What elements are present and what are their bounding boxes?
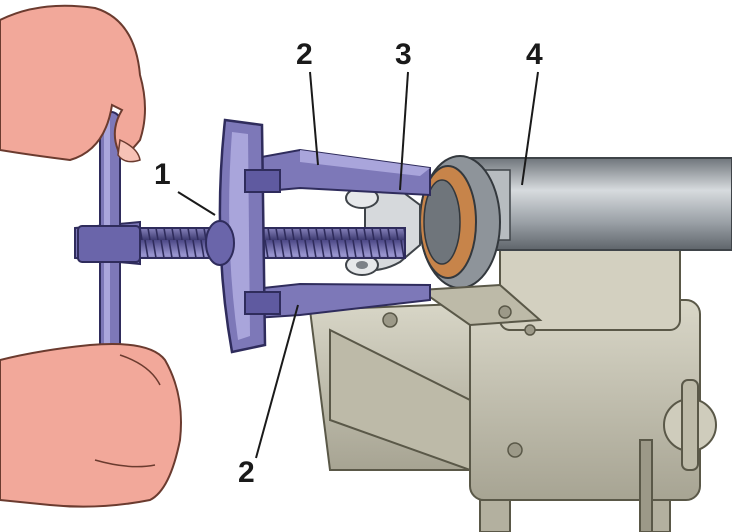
callout-label-4: 4 bbox=[526, 38, 543, 71]
leader-lines bbox=[177, 71, 539, 459]
callout-label-1: 1 bbox=[154, 158, 171, 191]
puller bbox=[205, 118, 431, 354]
hand-bottom bbox=[0, 343, 182, 508]
support-bearing bbox=[417, 155, 543, 327]
hand-top bbox=[0, 4, 146, 163]
callout-label-3: 3 bbox=[395, 38, 412, 71]
callout-label-2-bottom: 2 bbox=[238, 456, 255, 489]
callout-label-2-top: 2 bbox=[296, 38, 313, 71]
propeller-shaft bbox=[469, 157, 732, 251]
